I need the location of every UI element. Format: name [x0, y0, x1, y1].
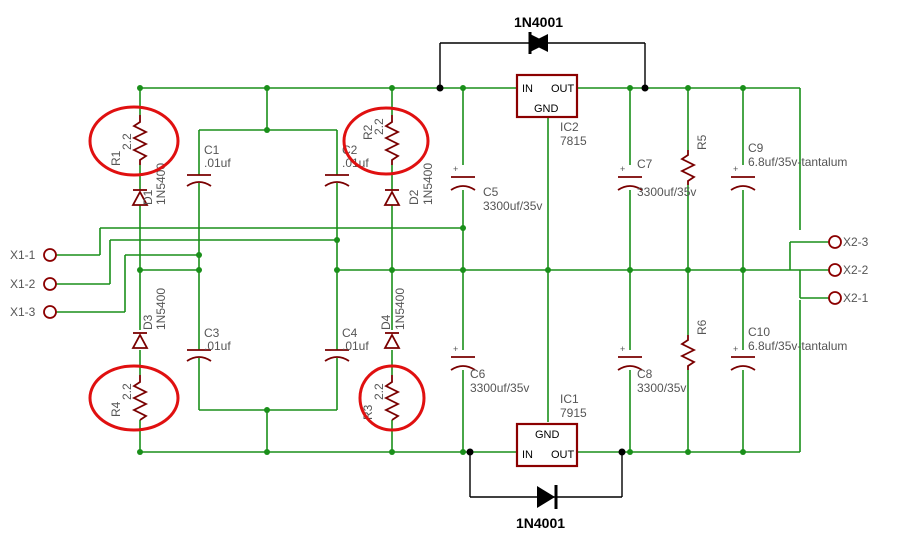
x2-1-pin: [828, 291, 842, 305]
svg-text:2.2: 2.2: [372, 383, 386, 400]
ic2-gnd-pin: GND: [534, 103, 559, 115]
x1-1-label: X1-1: [10, 248, 36, 262]
x1-3-pin: [43, 305, 57, 319]
diode-bottom-1n4001: 1N4001: [466, 448, 626, 531]
svg-text:1N5400: 1N5400: [154, 288, 168, 330]
svg-text:1N5400: 1N5400: [154, 163, 168, 205]
svg-text:+: +: [453, 344, 458, 354]
x2-2-pin: [828, 263, 842, 277]
svg-text:+: +: [733, 164, 738, 174]
svg-text:C9: C9: [748, 141, 764, 155]
svg-text:+: +: [453, 164, 458, 174]
x2-3-pin: [828, 235, 842, 249]
ic1-out-pin: OUT: [551, 449, 575, 461]
svg-text:.01uf: .01uf: [204, 156, 231, 170]
resistor-r4: R4 2.2: [109, 375, 149, 421]
svg-text:R4: R4: [109, 401, 123, 417]
x1-2-pin: [43, 277, 57, 291]
svg-text:C4: C4: [342, 326, 358, 340]
ic1-part: 7915: [560, 406, 587, 420]
svg-text:1N5400: 1N5400: [393, 288, 407, 330]
svg-text:C7: C7: [637, 157, 653, 171]
junction-dots: [137, 85, 746, 455]
x2-2-label: X2-2: [843, 263, 869, 277]
connector-x1: X1-1 X1-2 X1-3: [10, 248, 57, 319]
capacitor-c2: C2 .01uf: [324, 143, 369, 187]
capacitor-c4: C4 .01uf: [324, 326, 369, 362]
highlight-r4: [88, 364, 180, 432]
resistor-r6: R6: [679, 319, 709, 370]
diode-top-label: 1N4001: [514, 14, 563, 30]
svg-text:C6: C6: [470, 367, 486, 381]
svg-text:3300/35v: 3300/35v: [637, 381, 686, 395]
highlight-r2: [342, 106, 430, 176]
svg-text:C10: C10: [748, 325, 770, 339]
diode-bottom-label: 1N4001: [516, 515, 565, 531]
diode-d2: D2 1N5400: [383, 163, 435, 206]
svg-text:D2: D2: [407, 189, 421, 205]
svg-text:2.2: 2.2: [120, 383, 134, 400]
ic2-in-pin: IN: [522, 83, 533, 95]
resistor-r1: R1 2.2: [109, 115, 149, 166]
svg-text:.01uf: .01uf: [342, 339, 369, 353]
resistor-r2: R2 2.2: [361, 115, 401, 165]
diode-d4: D4 1N5400: [379, 288, 407, 349]
x1-2-label: X1-2: [10, 277, 36, 291]
ic2-out-pin: OUT: [551, 83, 575, 95]
svg-text:D1: D1: [141, 189, 155, 205]
svg-text:D4: D4: [379, 314, 393, 330]
svg-text:C5: C5: [483, 185, 499, 199]
svg-text:R6: R6: [695, 319, 709, 335]
capacitor-c3: C3 .01uf: [186, 326, 231, 362]
ic2-7815: IN OUT GND IC2 7815: [515, 73, 587, 148]
svg-text:6.8uf/35v-tantalum: 6.8uf/35v-tantalum: [748, 339, 847, 353]
svg-text:C3: C3: [204, 326, 220, 340]
highlight-r1: [88, 105, 180, 177]
highlight-r3: [358, 364, 426, 432]
highlight-circles: [88, 105, 430, 432]
x1-1-pin: [43, 248, 57, 262]
svg-text:3300uf/35v: 3300uf/35v: [637, 185, 696, 199]
svg-text:.01uf: .01uf: [204, 339, 231, 353]
x1-3-label: X1-3: [10, 305, 36, 319]
capacitor-c8: + C8 3300/35v: [617, 344, 686, 395]
svg-text:+: +: [733, 344, 738, 354]
ic2-name: IC2: [560, 120, 579, 134]
x2-1-label: X2-1: [843, 291, 869, 305]
resistor-r3: R3 2.2: [361, 375, 401, 421]
svg-text:6.8uf/35v-tantalum: 6.8uf/35v-tantalum: [748, 155, 847, 169]
diode-d3: D3 1N5400: [131, 288, 168, 349]
svg-text:2.2: 2.2: [120, 133, 134, 150]
svg-text:1N5400: 1N5400: [421, 163, 435, 205]
svg-text:D3: D3: [141, 314, 155, 330]
capacitor-c6: + C6 3300uf/35v: [450, 344, 529, 395]
diode-d1: D1 1N5400: [131, 163, 168, 206]
capacitor-c5: + C5 3300uf/35v: [450, 164, 542, 213]
svg-text:R5: R5: [695, 134, 709, 150]
ic1-gnd-pin: GND: [535, 429, 560, 441]
capacitor-c10: + C10 6.8uf/35v-tantalum: [730, 325, 847, 371]
capacitor-c9: + C9 6.8uf/35v-tantalum: [730, 141, 847, 191]
ic1-in-pin: IN: [522, 449, 533, 461]
connector-x2: X2-3 X2-2 X2-1: [828, 235, 869, 305]
svg-text:R2: R2: [361, 124, 375, 140]
svg-text:+: +: [620, 164, 625, 174]
wires: [55, 87, 830, 453]
diode-top-1n4001: 1N4001: [436, 14, 649, 92]
x2-3-label: X2-3: [843, 235, 869, 249]
ic2-part: 7815: [560, 134, 587, 148]
svg-text:C1: C1: [204, 143, 220, 157]
svg-text:C8: C8: [637, 367, 653, 381]
ic1-7915: GND IN OUT IC1 7915: [515, 392, 587, 468]
capacitor-c1: C1 .01uf: [186, 143, 231, 187]
svg-text:R1: R1: [109, 150, 123, 166]
ic1-name: IC1: [560, 392, 579, 406]
svg-text:2.2: 2.2: [372, 118, 386, 135]
resistor-r5: R5: [679, 134, 709, 185]
svg-text:3300uf/35v: 3300uf/35v: [470, 381, 529, 395]
svg-text:3300uf/35v: 3300uf/35v: [483, 199, 542, 213]
capacitor-c7: + C7 3300uf/35v: [617, 157, 696, 199]
svg-text:+: +: [620, 344, 625, 354]
